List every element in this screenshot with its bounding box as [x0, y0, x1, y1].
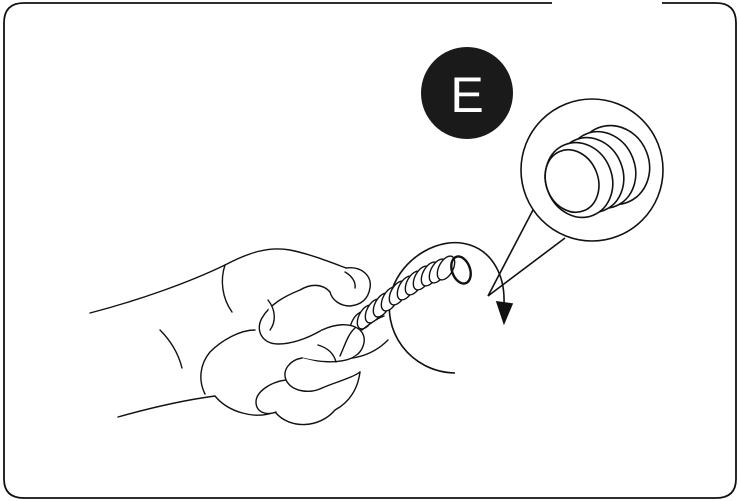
magnifier-callout [488, 99, 663, 296]
panel-frame [4, 3, 736, 498]
step-letter: E [450, 67, 483, 123]
step-badge: E [421, 47, 513, 139]
hand-illustration [90, 249, 388, 425]
